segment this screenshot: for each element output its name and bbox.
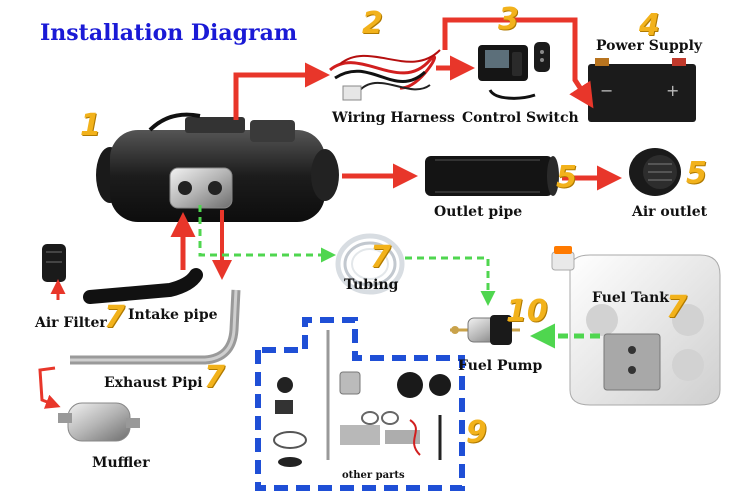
intake-pipe-label: Intake pipe	[128, 307, 218, 323]
air-outlet-number: 5	[686, 156, 707, 191]
intake-pipe-image	[83, 268, 203, 304]
outlet-pipe-image	[425, 156, 559, 196]
diagram-title: Installation Diagram	[40, 20, 298, 46]
wiring-harness-label: Wiring Harness	[332, 110, 455, 126]
wiring-harness-image	[329, 49, 441, 101]
battery-image: − +	[588, 58, 696, 122]
air-outlet-image	[629, 148, 681, 196]
svg-text:−: −	[600, 81, 613, 100]
air-flow-arrows	[38, 163, 622, 409]
outlet-pipe-label: Outlet pipe	[434, 204, 523, 220]
outlet-pipe-number: 5	[556, 160, 577, 195]
air-filter-number: 7	[104, 300, 125, 335]
exhaust-pipe-label: Exhaust Pipi	[104, 375, 203, 391]
fuel-flow-arrows	[198, 205, 600, 349]
heater-number: 1	[80, 108, 101, 143]
fuel-pump-number: 10	[506, 294, 548, 329]
air-outlet-label: Air outlet	[632, 204, 708, 220]
fuel-tank-image	[551, 246, 721, 406]
fuel-pump-label: Fuel Pump	[458, 358, 543, 374]
air-filter-label: Air Filter	[35, 315, 107, 331]
control-switch-label: Control Switch	[462, 110, 579, 126]
tubing-image	[335, 233, 405, 295]
exhaust-pipe-image	[70, 289, 241, 365]
svg-text:+: +	[666, 81, 679, 100]
control-switch-number: 3	[498, 2, 519, 37]
other-parts-image	[273, 330, 451, 467]
air-filter-image	[42, 244, 66, 282]
other-parts-number: 9	[466, 415, 487, 450]
heater-unit	[96, 112, 339, 222]
power-supply-label: Power Supply	[596, 38, 703, 54]
muffler-image	[58, 402, 140, 442]
electric-connections	[233, 17, 594, 120]
fuel-tank-number: 7	[666, 290, 687, 325]
tubing-label: Tubing	[344, 277, 399, 293]
muffler-label: Muffler	[92, 455, 150, 471]
other-parts-box	[255, 317, 465, 491]
wiring-harness-number: 2	[362, 6, 383, 41]
fuel-tank-label: Fuel Tank	[592, 290, 669, 306]
other-parts-label: other parts	[342, 470, 405, 481]
tubing-number: 7	[370, 240, 391, 275]
fuel-pump-image	[450, 315, 520, 345]
power-supply-number: 4	[639, 8, 660, 43]
control-switch-image	[478, 42, 550, 100]
exhaust-pipe-number: 7	[204, 360, 225, 395]
